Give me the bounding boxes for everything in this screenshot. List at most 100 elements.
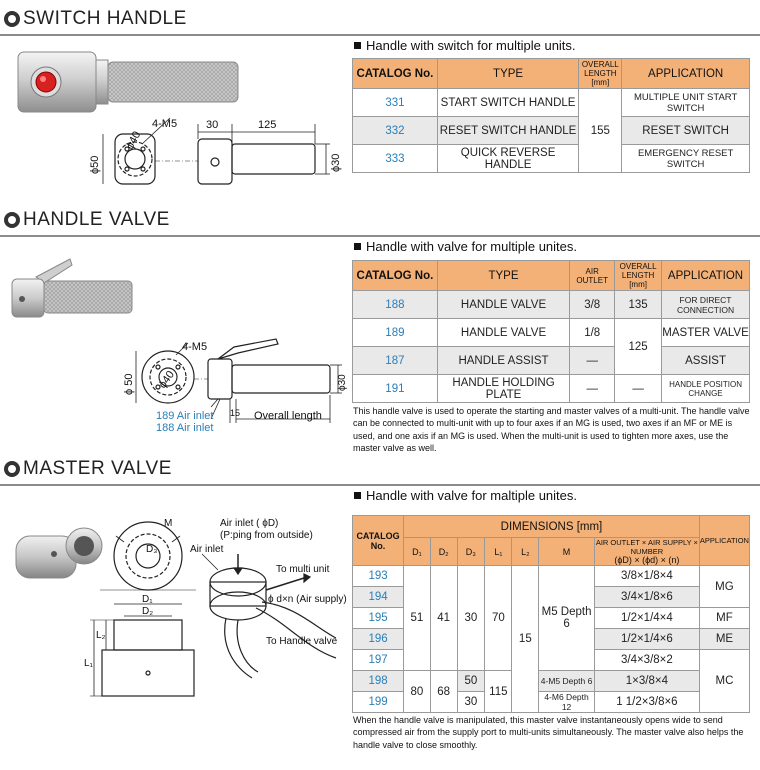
outlet-cell: 1/2×1/4×6 <box>593 628 700 650</box>
handle-valve-section: HANDLE VALVE <box>0 207 760 457</box>
application-cell: ME <box>698 628 751 650</box>
application-cell: MASTER VALVE <box>661 318 750 347</box>
dim-d30-label: ϕ30 <box>330 154 342 172</box>
outlet-cell: 3/8×1/8×4 <box>593 565 700 587</box>
catalog-number: 199 <box>351 691 405 713</box>
col-m-header: M <box>538 537 595 566</box>
square-bullet-icon <box>354 492 361 499</box>
d1-cell: 51 <box>403 565 431 671</box>
handle-valve-photo <box>11 258 133 318</box>
dim-d30-label: ϕ30 <box>337 374 348 391</box>
section-header: MASTER VALVE <box>0 456 760 486</box>
master-valve-table: CATALOG No. DIMENSIONS [mm] APPLICATION … <box>351 515 751 713</box>
col-length-header: OVERALL LENGTH [mm] <box>578 58 623 89</box>
col-catalog-header: CATALOG No. <box>352 260 438 291</box>
catalog-number: 191 <box>352 374 438 403</box>
dim-15-label: 15 <box>230 408 240 418</box>
col-l2-header: L₂ <box>511 537 540 566</box>
master-valve-side-view <box>90 619 195 697</box>
catalog-number: 194 <box>351 586 405 608</box>
circle-bullet-icon <box>4 11 20 27</box>
catalog-number: 189 <box>352 318 438 347</box>
outlet-cell: 1/8 <box>569 318 616 347</box>
col-catalog-header: CATALOG No. <box>352 58 438 89</box>
col-d2-header: D₂ <box>429 537 458 566</box>
handle-valve-front-view <box>135 342 195 404</box>
dim-m5-label: 4-M5 <box>152 118 177 130</box>
handle-valve-table: CATALOG No. TYPE AIR OUTLET OVERALL LENG… <box>352 260 750 403</box>
section-divider <box>0 484 760 486</box>
type-cell: HANDLE VALVE <box>436 318 571 347</box>
outlet-cell: 1×3/8×4 <box>593 670 700 692</box>
l1-cell: 115 <box>484 670 513 713</box>
dim-m5-label: 4-M5 <box>182 341 207 353</box>
dim-l1-label: L₁ <box>84 658 94 669</box>
d1-cell: 80 <box>403 670 431 713</box>
col-catalog-header: CATALOG No. <box>351 515 405 566</box>
switch-handle-drawing: ϕ40 4-M5 30 125 ϕ50 ϕ30 <box>17 51 342 185</box>
outlet-cell: — <box>569 374 616 403</box>
outlet-cell: 1 1/2×3/8×6 <box>593 691 700 713</box>
section-subtitle: Handle with valve for multiple unites. <box>354 239 577 254</box>
table-row: 331 START SWITCH HANDLE 155 MULTIPLE UNI… <box>352 88 750 173</box>
length-cell: 135 <box>614 290 663 319</box>
master-valve-top-view <box>100 521 196 617</box>
type-cell: HANDLE HOLDING PLATE <box>436 374 571 403</box>
dim-d3-label: D₃ <box>146 544 157 555</box>
catalog-number: 197 <box>351 649 405 671</box>
air-supply-label: ϕ d×n (Air supply) <box>268 594 347 605</box>
table-row: 191 HANDLE HOLDING PLATE — — HANDLE POSI… <box>352 374 750 403</box>
switch-handle-front-view <box>102 133 156 185</box>
to-multi-unit-label: To multi unit <box>276 564 330 575</box>
dim-d1-label: D₁ <box>142 594 153 605</box>
square-bullet-icon <box>354 42 361 49</box>
application-cell: RESET SWITCH <box>621 116 750 145</box>
air-inlet-d-label: Air inlet ( ϕD) <box>220 518 278 529</box>
switch-handle-section: SWITCH HANDLE <box>0 6 760 186</box>
l2-cell: 15 <box>511 565 540 713</box>
section-divider <box>0 235 760 237</box>
switch-handle-side-view <box>141 117 330 185</box>
catalog-number: 188 <box>352 290 438 319</box>
catalog-number: 332 <box>352 116 438 145</box>
type-cell: HANDLE VALVE <box>436 290 571 319</box>
catalog-number: 198 <box>351 670 405 692</box>
catalog-number: 187 <box>352 346 438 375</box>
application-cell: MG <box>698 565 751 608</box>
d3-cell: 50 <box>456 670 486 692</box>
outlet-cell: 3/8 <box>569 290 616 319</box>
d2-cell: 68 <box>429 670 458 713</box>
table-row: 198 80 68 50 115 4-M5 Depth 6 1×3/8×4 <box>351 670 750 713</box>
section-divider <box>0 34 760 36</box>
col-dimensions-header: DIMENSIONS [mm] <box>403 515 700 538</box>
col-type-header: TYPE <box>436 58 580 89</box>
handle-valve-drawing: 4-M5 ϕ 50 ϕ40 ϕ30 15 Overall length 189 … <box>11 258 348 434</box>
section-subtitle: Handle with valve for maltiple unites. <box>354 488 577 503</box>
length-cell: 125 <box>614 318 663 375</box>
col-application-header: APPLICATION <box>698 515 751 566</box>
air-inlet-label: Air inlet <box>190 544 224 555</box>
dim-d50-label: ϕ 50 <box>123 374 135 395</box>
m-cell: 4-M6 Depth 12 <box>538 691 595 713</box>
col-length-header: OVERALL LENGTH [mm] <box>614 260 663 291</box>
master-valve-photo <box>15 527 103 579</box>
table-row: 187 HANDLE ASSIST — ASSIST <box>352 346 750 375</box>
catalog-number: 333 <box>352 144 438 173</box>
dim-125-label: 125 <box>258 119 276 131</box>
col-d1-header: D₁ <box>403 537 431 566</box>
application-cell: MF <box>698 607 751 629</box>
dim-30-label: 30 <box>206 119 218 131</box>
outlet-header-sub: (ϕD) × (ϕd) × (n) <box>614 555 680 565</box>
section-title: MASTER VALVE <box>23 458 172 479</box>
square-bullet-icon <box>354 243 361 250</box>
col-d3-header: D₃ <box>456 537 486 566</box>
d3-cell: 30 <box>456 691 486 713</box>
circle-bullet-icon <box>4 461 20 477</box>
type-cell: START SWITCH HANDLE <box>436 88 580 117</box>
air-inlet-189-label: 189 Air inlet <box>156 410 213 422</box>
outlet-cell: 3/4×1/8×6 <box>593 586 700 608</box>
table-row: 194 3/4×1/8×6 <box>351 586 750 608</box>
application-cell: HANDLE POSITION CHANGE <box>661 374 750 403</box>
catalog-number: 331 <box>352 88 438 117</box>
section-subtitle: Handle with switch for multiple units. <box>354 38 576 53</box>
